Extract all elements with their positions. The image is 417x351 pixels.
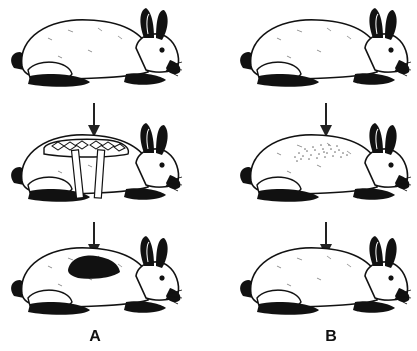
shaved-patch-icon xyxy=(289,137,351,167)
rabbit-icon xyxy=(237,8,412,98)
column-label-a: A xyxy=(80,328,110,346)
rabbit-with-ice-pack xyxy=(8,120,183,215)
dark-fur-patch-icon xyxy=(64,252,124,282)
rabbit-shaved xyxy=(237,123,412,213)
ice-pack-icon xyxy=(38,120,138,200)
rabbit-icon xyxy=(8,8,183,98)
rabbit-icon xyxy=(237,236,412,326)
column-label-b: B xyxy=(316,328,346,346)
rabbit-with-dark-patch xyxy=(8,236,183,326)
